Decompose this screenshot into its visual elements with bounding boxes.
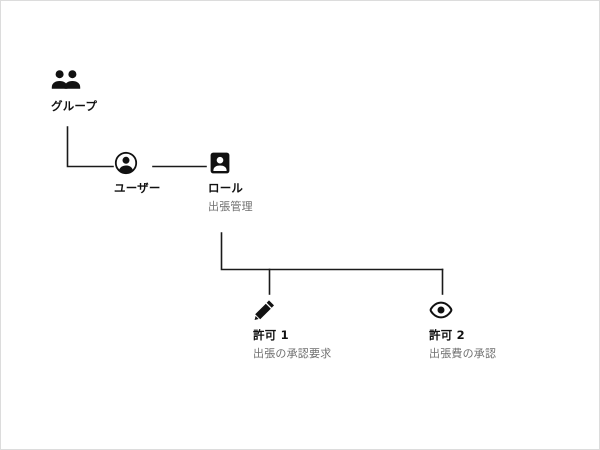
wire-role-to-bus	[220, 232, 444, 271]
group-people-icon	[51, 67, 97, 93]
node-permission2-subtitle: 出張費の承認	[429, 347, 497, 360]
node-role-title: ロール	[208, 181, 244, 195]
wire-group-to-user	[66, 126, 114, 168]
eye-icon	[429, 298, 496, 322]
node-permission1-subtitle: 出張の承認要求	[253, 347, 332, 360]
node-group[interactable]: グループ	[51, 67, 97, 114]
node-permission1[interactable]: 許可 1 出張の承認要求	[253, 298, 331, 361]
node-role-subtitle: 出張管理	[208, 200, 253, 213]
node-permission2-title: 許可 2	[429, 328, 465, 342]
node-group-title: グループ	[51, 99, 98, 113]
role-badge-icon	[208, 151, 253, 175]
user-circle-icon	[114, 151, 161, 175]
node-permission1-title: 許可 1	[253, 328, 289, 342]
node-user[interactable]: ユーザー	[114, 151, 161, 196]
node-permission2[interactable]: 許可 2 出張費の承認	[429, 298, 496, 361]
pencil-icon	[253, 298, 331, 322]
node-role[interactable]: ロール 出張管理	[208, 151, 253, 214]
node-user-title: ユーザー	[114, 181, 161, 195]
